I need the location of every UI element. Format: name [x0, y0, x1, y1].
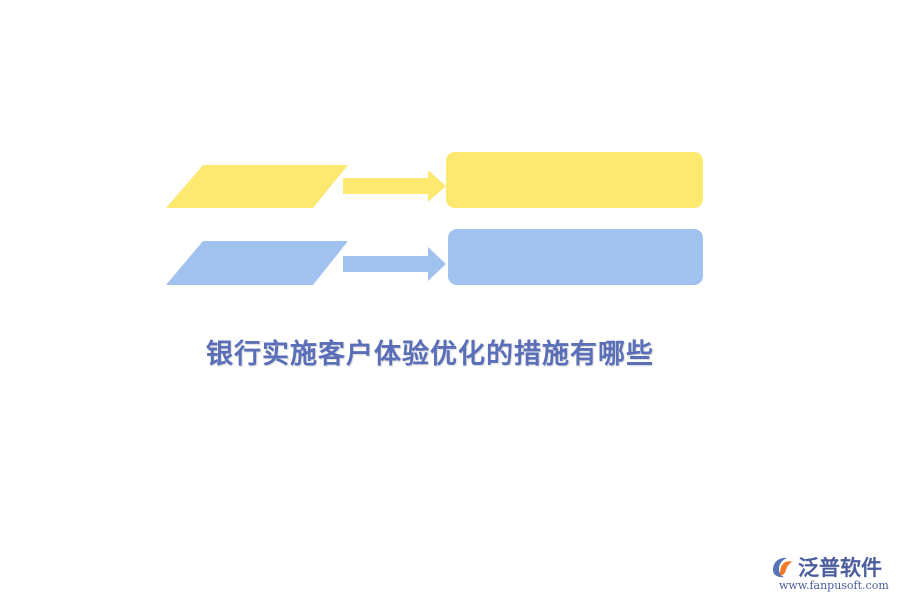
- row-1-arrow: [343, 170, 446, 202]
- row-2-parallelogram: [166, 241, 348, 285]
- logo-url: www.fanpusoft.com: [779, 579, 889, 592]
- row-1-parallelogram: [166, 165, 348, 208]
- fanpu-logo-icon: [773, 557, 792, 578]
- fanpu-logo: 泛普软件 www.fanpusoft.com: [765, 552, 895, 596]
- row-2-box: [448, 229, 703, 285]
- logo-brand-name: 泛普软件: [798, 556, 882, 580]
- row-2-arrow: [343, 247, 446, 281]
- row-1-box: [446, 152, 703, 208]
- page-title: 银行实施客户体验优化的措施有哪些: [206, 339, 654, 370]
